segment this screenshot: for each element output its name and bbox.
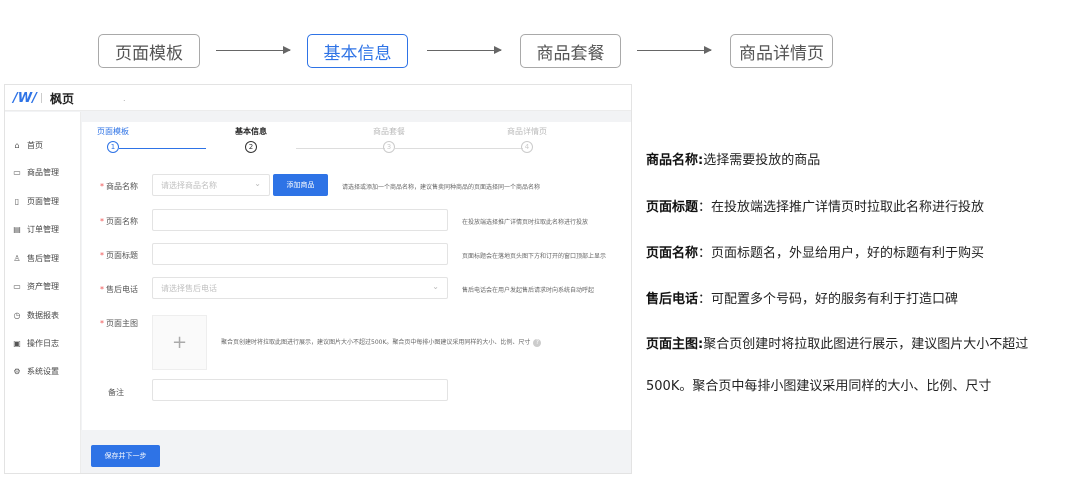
save-next-button[interactable]: 保存并下一步	[91, 445, 160, 467]
page-title-hint: 页面标题会在落地页头图下方和订开的窗口顶部上显示	[462, 253, 607, 260]
flow-step-basic-info: 基本信息	[307, 34, 408, 68]
aftersale-phone-select[interactable]: 请选择售后电话⌄	[152, 277, 448, 299]
sidebar-item-orders[interactable]: ▤ 订单管理	[12, 222, 59, 236]
note-main-image: 页面主图:聚合页创建时将拉取此图进行展示，建议图片大小不超过	[646, 337, 1029, 352]
flow-arrow-icon	[427, 46, 502, 54]
order-icon: ▤	[13, 224, 21, 234]
sidebar-item-settings[interactable]: ⚙ 系统设置	[12, 364, 59, 378]
page-name-input[interactable]	[152, 209, 448, 231]
step-number: 2	[245, 141, 257, 153]
sidebar-item-label: 数据报表	[27, 310, 59, 320]
note-aftersale-phone: 售后电话：可配置多个号码，好的服务有利于打造口碑	[646, 292, 959, 307]
page-title-input[interactable]	[152, 243, 448, 265]
aftersale-phone-label: *售后电话	[100, 285, 138, 294]
main-image-label: *页面主图	[100, 319, 138, 328]
flow-arrow-icon	[216, 46, 291, 54]
asset-icon: ▭	[13, 281, 21, 291]
step-connector	[257, 148, 385, 149]
step-connector	[395, 148, 523, 149]
product-name-hint: 请选择或添加一个商品名称，建议售卖同种商品的页面选择同一个商品名称	[342, 184, 541, 191]
sidebar-item-label: 操作日志	[27, 338, 59, 348]
product-name-select[interactable]: 请选择商品名称⌄	[152, 174, 270, 196]
remark-label: 备注	[108, 388, 124, 397]
flow-step-detail-page: 商品详情页	[730, 34, 833, 68]
sidebar-item-aftersale[interactable]: ♙ 售后管理	[12, 251, 59, 265]
user-icon: ♙	[13, 253, 21, 263]
sidebar-item-logs[interactable]: ▣ 操作日志	[12, 336, 59, 350]
chevron-down-icon: ⌄	[432, 282, 439, 291]
app-window: /W/ 枫页 . ⌂ 首页 ▭ 商品管理 ▯ 页面管理 ▤ 订单管理 ♙ 售后管理 ▭ 资产…	[4, 84, 632, 474]
step-label: 商品详情页	[507, 127, 547, 136]
step-detail-page[interactable]: 商品详情页 4	[482, 126, 572, 153]
step-number: 3	[383, 141, 395, 153]
remark-input[interactable]	[152, 379, 448, 401]
process-flow: 页面模板 基本信息 商品套餐 商品详情页	[0, 34, 1088, 70]
divider	[41, 93, 42, 103]
chevron-down-icon: ⌄	[254, 179, 261, 188]
aftersale-phone-hint: 售后电话会在用户发起售后请求时向系统自动呼起	[462, 287, 595, 294]
note-product-name: 商品名称:选择需要投放的商品	[646, 153, 821, 168]
sidebar: ⌂首页 ▭商品管理 ▯页面管理 ▤订单管理 ♙售后管理 ▭资产管理 ◷数据报表 …	[5, 112, 81, 473]
sidebar-item-home[interactable]: ⌂ 首页	[12, 138, 43, 152]
sidebar-item-label: 资产管理	[27, 281, 59, 291]
topbar-dot: .	[123, 94, 126, 103]
sidebar-item-products[interactable]: ▭ 商品管理	[12, 165, 59, 179]
sidebar-item-assets[interactable]: ▭ 资产管理	[12, 279, 59, 293]
flow-step-template: 页面模板	[98, 34, 200, 68]
step-connector	[119, 148, 247, 149]
page-icon: ▯	[14, 196, 20, 206]
form-panel: 页面模板 1 基本信息 2 商品套餐 3 商品详情页 4 *商品名称 请选择商品…	[82, 122, 631, 430]
page-name-label: *页面名称	[100, 217, 138, 226]
flow-step-package: 商品套餐	[520, 34, 621, 68]
step-label: 基本信息	[235, 127, 267, 136]
step-number: 4	[521, 141, 533, 153]
product-name-label: *商品名称	[100, 182, 138, 191]
sidebar-item-label: 页面管理	[27, 196, 59, 206]
step-basic-info[interactable]: 基本信息 2	[206, 126, 296, 153]
step-number: 1	[107, 141, 119, 153]
sidebar-item-label: 系统设置	[27, 366, 59, 376]
report-icon: ◷	[13, 310, 21, 320]
settings-icon: ⚙	[13, 366, 21, 376]
sidebar-item-label: 订单管理	[27, 224, 59, 234]
product-icon: ▭	[13, 167, 21, 177]
note-main-image-cont: 500K。聚合页中每排小图建议采用同样的大小、比例、尺寸	[646, 379, 992, 394]
sidebar-item-pages[interactable]: ▯ 页面管理	[12, 194, 59, 208]
page-title-label: *页面标题	[100, 251, 138, 260]
image-upload-button[interactable]: +	[152, 315, 207, 370]
top-bar: /W/ 枫页 .	[5, 85, 631, 111]
note-page-title: 页面标题：在投放端选择推广详情页时拉取此名称进行投放	[646, 200, 985, 215]
page-name-hint: 在投放端选择推广详情页时拉取此名称进行投放	[462, 219, 589, 226]
sidebar-item-label: 首页	[27, 140, 43, 150]
help-icon[interactable]: ?	[533, 338, 542, 347]
home-icon: ⌂	[14, 140, 20, 150]
sidebar-item-label: 售后管理	[27, 253, 59, 263]
step-template[interactable]: 页面模板 1	[68, 126, 158, 153]
note-page-name: 页面名称：页面标题名，外显给用户，好的标题有利于购买	[646, 246, 985, 261]
brand-name: 枫页	[50, 92, 75, 106]
log-icon: ▣	[13, 338, 21, 348]
step-label: 页面模板	[97, 127, 129, 136]
sidebar-item-label: 商品管理	[27, 167, 59, 177]
logo-icon: /W/	[13, 91, 37, 106]
flow-arrow-icon	[637, 46, 712, 54]
add-product-button[interactable]: 添加商品	[273, 174, 328, 196]
step-label: 商品套餐	[373, 127, 405, 136]
main-image-hint: 聚合页创建时将拉取此图进行展示，建议图片大小不超过500K。聚合页中每排小图建议…	[221, 337, 542, 347]
step-package[interactable]: 商品套餐 3	[344, 126, 434, 153]
sidebar-item-reports[interactable]: ◷ 数据报表	[12, 308, 60, 322]
